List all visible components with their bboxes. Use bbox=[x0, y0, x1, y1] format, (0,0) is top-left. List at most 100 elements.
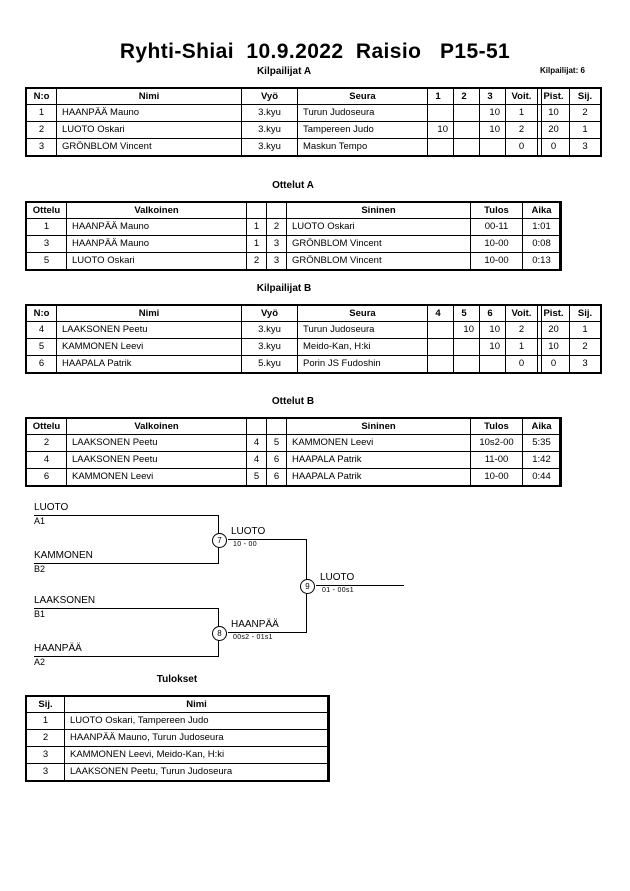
bracket-entrant-seed: B1 bbox=[34, 609, 46, 619]
col-header-m3: 3 bbox=[479, 88, 506, 105]
bracket-line-entrant-4 bbox=[34, 656, 218, 657]
cell-wins: 1 bbox=[505, 338, 538, 356]
cell-match: 4 bbox=[26, 451, 67, 469]
col-header-white: Valkoinen bbox=[66, 418, 247, 435]
cell-name: LAAKSONEN Peetu, Turun Judoseura bbox=[64, 763, 329, 781]
col-header-blue: Sininen bbox=[286, 202, 471, 219]
col-header-blue-no bbox=[266, 202, 287, 219]
cell-time: 1:01 bbox=[522, 218, 561, 236]
cell-result: 10s2-00 bbox=[470, 434, 523, 452]
cell-name: KAMMONEN Leevi bbox=[56, 338, 242, 356]
table-row: 3 GRÖNBLOM Vincent 3.kyu Maskun Tempo 0 … bbox=[26, 138, 601, 156]
cell-points: 0 bbox=[537, 355, 570, 373]
cell-m2: 10 bbox=[453, 321, 480, 339]
cell-blue-no: 3 bbox=[266, 235, 287, 253]
section-caption-matches-b: Ottelut B bbox=[271, 396, 315, 407]
col-header-match: Ottelu bbox=[26, 418, 67, 435]
table-header-row: Sij. Nimi bbox=[26, 696, 329, 713]
section-caption-results: Tulokset bbox=[156, 674, 198, 685]
cell-wins: 0 bbox=[505, 138, 538, 156]
cell-result: 11-00 bbox=[470, 451, 523, 469]
cell-white: LUOTO Oskari bbox=[66, 252, 247, 270]
cell-m1 bbox=[427, 321, 454, 339]
cell-points: 20 bbox=[537, 121, 570, 139]
cell-rank: 3 bbox=[569, 355, 601, 373]
cell-rank: 2 bbox=[26, 729, 65, 747]
table-header-row: N:o Nimi Vyö Seura 1 2 3 Voit. Pist. Sij… bbox=[26, 88, 601, 105]
col-header-white: Valkoinen bbox=[66, 202, 247, 219]
table-row: 1 HAANPÄÄ Mauno 1 2 LUOTO Oskari 00-11 1… bbox=[26, 218, 561, 236]
table-row: 6 KAMMONEN Leevi 5 6 HAAPALA Patrik 10-0… bbox=[26, 468, 561, 486]
cell-m3: 10 bbox=[479, 121, 506, 139]
col-header-white-no bbox=[246, 202, 267, 219]
col-header-white-no bbox=[246, 418, 267, 435]
section-caption-pool-b: Kilpailijat B bbox=[256, 283, 312, 294]
cell-m1 bbox=[427, 355, 454, 373]
col-header-match: Ottelu bbox=[26, 202, 67, 219]
bracket-line-semi-7-out bbox=[228, 539, 306, 540]
col-header-time: Aika bbox=[522, 202, 561, 219]
bracket-entrant-name: LAAKSONEN bbox=[34, 595, 96, 606]
cell-white-no: 4 bbox=[246, 451, 267, 469]
col-header-m1: 4 bbox=[427, 305, 454, 322]
cell-result: 10-00 bbox=[470, 252, 523, 270]
col-header-m2: 5 bbox=[453, 305, 480, 322]
col-header-m3: 6 bbox=[479, 305, 506, 322]
cell-m1 bbox=[427, 138, 454, 156]
col-header-club: Seura bbox=[297, 88, 428, 105]
bracket-line-entrant-1 bbox=[34, 515, 218, 516]
cell-rank: 2 bbox=[569, 104, 601, 122]
cell-no: 3 bbox=[26, 138, 57, 156]
cell-name: GRÖNBLOM Vincent bbox=[56, 138, 242, 156]
bracket-line-entrant-2 bbox=[34, 563, 218, 564]
bracket-line-entrant-3 bbox=[34, 608, 218, 609]
bracket-line-final-out bbox=[316, 585, 404, 586]
col-header-m2: 2 bbox=[453, 88, 480, 105]
col-header-name: Nimi bbox=[56, 88, 242, 105]
cell-rank: 1 bbox=[569, 121, 601, 139]
cell-blue: LUOTO Oskari bbox=[286, 218, 471, 236]
bracket-entrant-seed: A1 bbox=[34, 516, 46, 526]
cell-rank: 2 bbox=[569, 338, 601, 356]
cell-rank: 1 bbox=[569, 321, 601, 339]
cell-rank: 3 bbox=[26, 746, 65, 764]
table-row: 4 LAAKSONEN Peetu 4 6 HAAPALA Patrik 11-… bbox=[26, 451, 561, 469]
cell-no: 2 bbox=[26, 121, 57, 139]
cell-time: 5:35 bbox=[522, 434, 561, 452]
cell-name: KAMMONEN Leevi, Meido-Kan, H:ki bbox=[64, 746, 329, 764]
bracket-entrant-seed: A2 bbox=[34, 657, 46, 667]
bracket-score: 00s2 - 01s1 bbox=[233, 634, 273, 641]
col-header-belt: Vyö bbox=[241, 88, 298, 105]
col-header-no: N:o bbox=[26, 88, 57, 105]
cell-belt: 3.kyu bbox=[241, 321, 298, 339]
cell-match: 3 bbox=[26, 235, 67, 253]
cell-points: 20 bbox=[537, 321, 570, 339]
cell-white-no: 5 bbox=[246, 468, 267, 486]
bracket-entrant-name: HAANPÄÄ bbox=[34, 643, 82, 654]
cell-blue-no: 2 bbox=[266, 218, 287, 236]
cell-m2 bbox=[453, 338, 480, 356]
cell-white: HAANPÄÄ Mauno bbox=[66, 235, 247, 253]
table-row: 4 LAAKSONEN Peetu 3.kyu Turun Judoseura … bbox=[26, 321, 601, 339]
cell-m2 bbox=[453, 104, 480, 122]
cell-result: 00-11 bbox=[470, 218, 523, 236]
col-header-rank: Sij. bbox=[569, 305, 601, 322]
bracket-winner-name: LUOTO bbox=[231, 526, 266, 537]
cell-blue-no: 3 bbox=[266, 252, 287, 270]
cell-white: LAAKSONEN Peetu bbox=[66, 451, 247, 469]
cell-m1: 10 bbox=[427, 121, 454, 139]
cell-no: 4 bbox=[26, 321, 57, 339]
cell-name: HAANPÄÄ Mauno bbox=[56, 104, 242, 122]
table-row: 1 HAANPÄÄ Mauno 3.kyu Turun Judoseura 10… bbox=[26, 104, 601, 122]
cell-blue: HAAPALA Patrik bbox=[286, 468, 471, 486]
cell-blue-no: 6 bbox=[266, 451, 287, 469]
cell-belt: 3.kyu bbox=[241, 104, 298, 122]
table-row: 2 LUOTO Oskari 3.kyu Tampereen Judo 10 1… bbox=[26, 121, 601, 139]
cell-points: 0 bbox=[537, 138, 570, 156]
cell-blue: HAAPALA Patrik bbox=[286, 451, 471, 469]
col-header-blue-no bbox=[266, 418, 287, 435]
table-ottelut-a: Ottelu Valkoinen Sininen Tulos Aika 1 HA… bbox=[25, 201, 562, 271]
cell-m3 bbox=[479, 355, 506, 373]
cell-m2 bbox=[453, 138, 480, 156]
cell-belt: 3.kyu bbox=[241, 338, 298, 356]
